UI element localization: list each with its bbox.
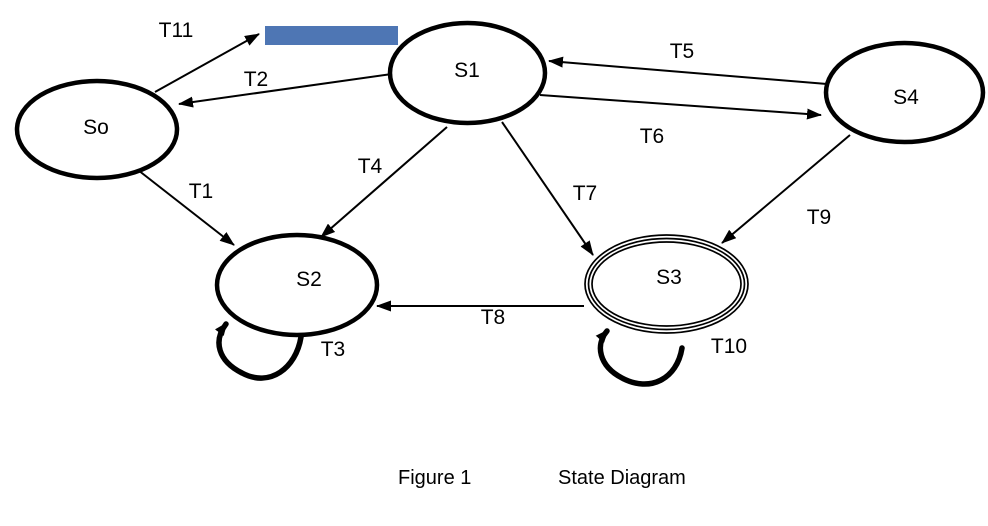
transition-label-t8: T8 — [481, 306, 506, 329]
state-ellipse-s4 — [823, 40, 986, 145]
transition-arrow-t1 — [137, 169, 235, 246]
transition-label-t1: T1 — [189, 180, 214, 203]
transition-label-t9: T9 — [807, 206, 832, 229]
transition-label-t2: T2 — [244, 68, 269, 91]
transition-arrow-t7 — [501, 121, 594, 256]
transition-arrow-t6 — [539, 94, 822, 120]
transition-arrow-t2 — [178, 73, 393, 108]
transition-arrow-t3 — [214, 321, 304, 381]
caption-title: State Diagram — [558, 467, 686, 489]
state-s3-middle-ring — [587, 237, 746, 331]
state-label-s2: S2 — [296, 268, 322, 291]
highlight-bar — [265, 26, 398, 45]
transition-label-t5: T5 — [670, 40, 695, 63]
transition-label-t10: T10 — [711, 335, 747, 358]
transition-label-t7: T7 — [573, 182, 598, 205]
state-label-s1: S1 — [454, 59, 480, 82]
transition-label-t4: T4 — [358, 155, 383, 178]
state-s3-outer-ring — [584, 234, 749, 334]
state-ellipse-so — [14, 78, 180, 181]
transition-label-t6: T6 — [640, 125, 665, 148]
transition-arrow-t10 — [595, 328, 685, 387]
transition-label-t11: T11 — [159, 19, 194, 42]
transition-arrow-t4 — [320, 126, 448, 238]
state-ellipse-s3 — [584, 234, 749, 334]
transition-arrow-t9 — [721, 134, 851, 244]
transition-arrow-t11 — [154, 33, 260, 93]
state-label-so: So — [83, 116, 109, 139]
state-s3-inner-ring — [591, 241, 742, 327]
state-ellipse-s1 — [387, 20, 548, 126]
state-label-s3: S3 — [656, 266, 682, 289]
state-ellipse-s2 — [214, 232, 380, 338]
state-label-s4: S4 — [893, 86, 919, 109]
transition-label-t3: T3 — [321, 338, 346, 361]
caption-figure-label: Figure 1 — [398, 467, 471, 489]
transition-arrow-t5 — [548, 56, 828, 85]
